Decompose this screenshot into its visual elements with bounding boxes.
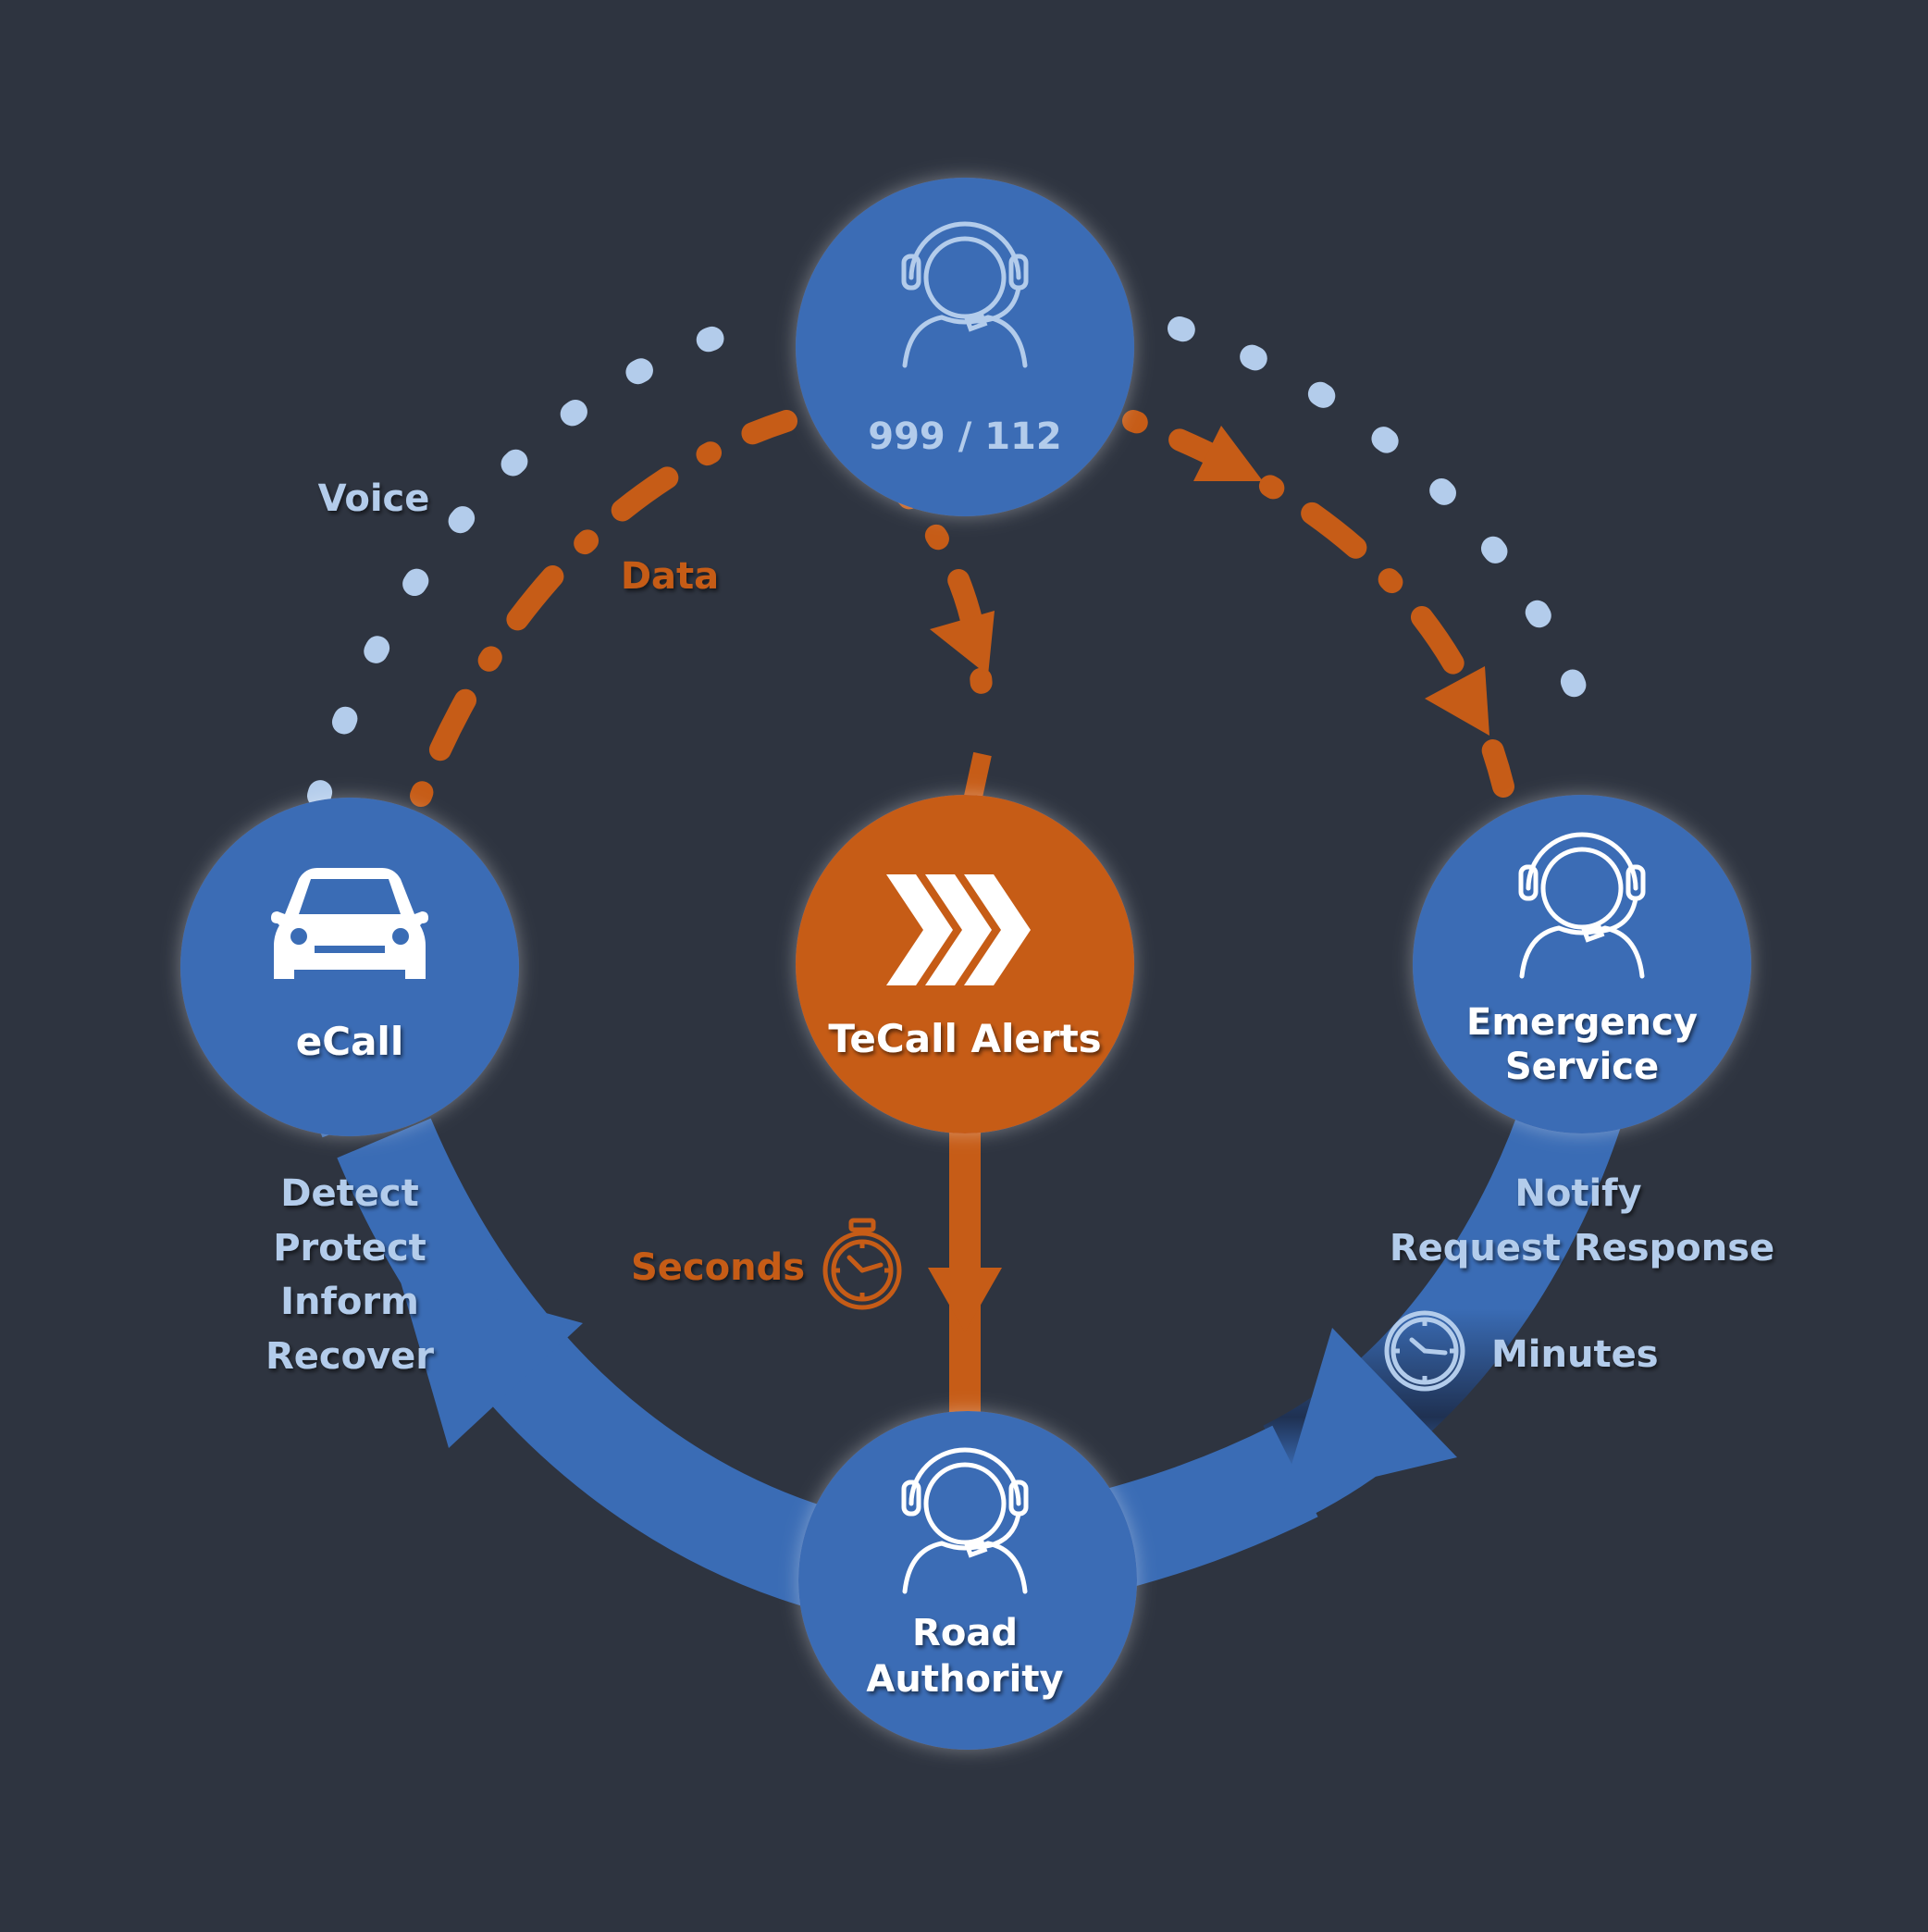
node-road-authority[interactable] <box>798 1411 1137 1750</box>
operator-headset-icon <box>901 221 1029 368</box>
chevrons-right-icon <box>886 874 1031 985</box>
voice-line-right <box>1168 316 1608 762</box>
seconds-label: Seconds <box>631 1246 805 1289</box>
step-protect: Protect <box>273 1227 426 1269</box>
node-dispatch[interactable] <box>796 178 1134 516</box>
clock-icon <box>1384 1310 1465 1392</box>
step-inform: Inform <box>280 1281 419 1323</box>
stopwatch-icon <box>822 1218 902 1310</box>
right-return-arrow <box>1079 1094 1622 1595</box>
road-label-line1: Road <box>912 1612 1018 1654</box>
emergency-label-line1: Emergency <box>1466 1001 1698 1044</box>
voice-label: Voice <box>318 477 430 520</box>
road-label-line2: Authority <box>866 1658 1063 1701</box>
data-label: Data <box>621 555 719 598</box>
operator-headset-icon <box>1518 832 1646 979</box>
node-emergency-service[interactable] <box>1413 795 1751 1133</box>
tecall-to-road-arrow <box>928 1124 1002 1430</box>
car-icon <box>271 868 428 979</box>
operator-headset-icon <box>901 1447 1029 1594</box>
tecall-label: TeCall Alerts <box>828 1016 1101 1061</box>
step-request-response: Request Response <box>1390 1227 1774 1269</box>
emergency-label-line2: Service <box>1505 1046 1659 1088</box>
data-line-left <box>410 410 797 807</box>
data-line-right <box>1122 410 1514 798</box>
minutes-label: Minutes <box>1491 1333 1659 1376</box>
step-notify: Notify <box>1514 1172 1641 1215</box>
step-recover: Recover <box>266 1335 434 1378</box>
dispatch-label: 999 / 112 <box>868 415 1061 458</box>
step-detect: Detect <box>280 1172 418 1215</box>
ecall-label: eCall <box>296 1019 403 1064</box>
